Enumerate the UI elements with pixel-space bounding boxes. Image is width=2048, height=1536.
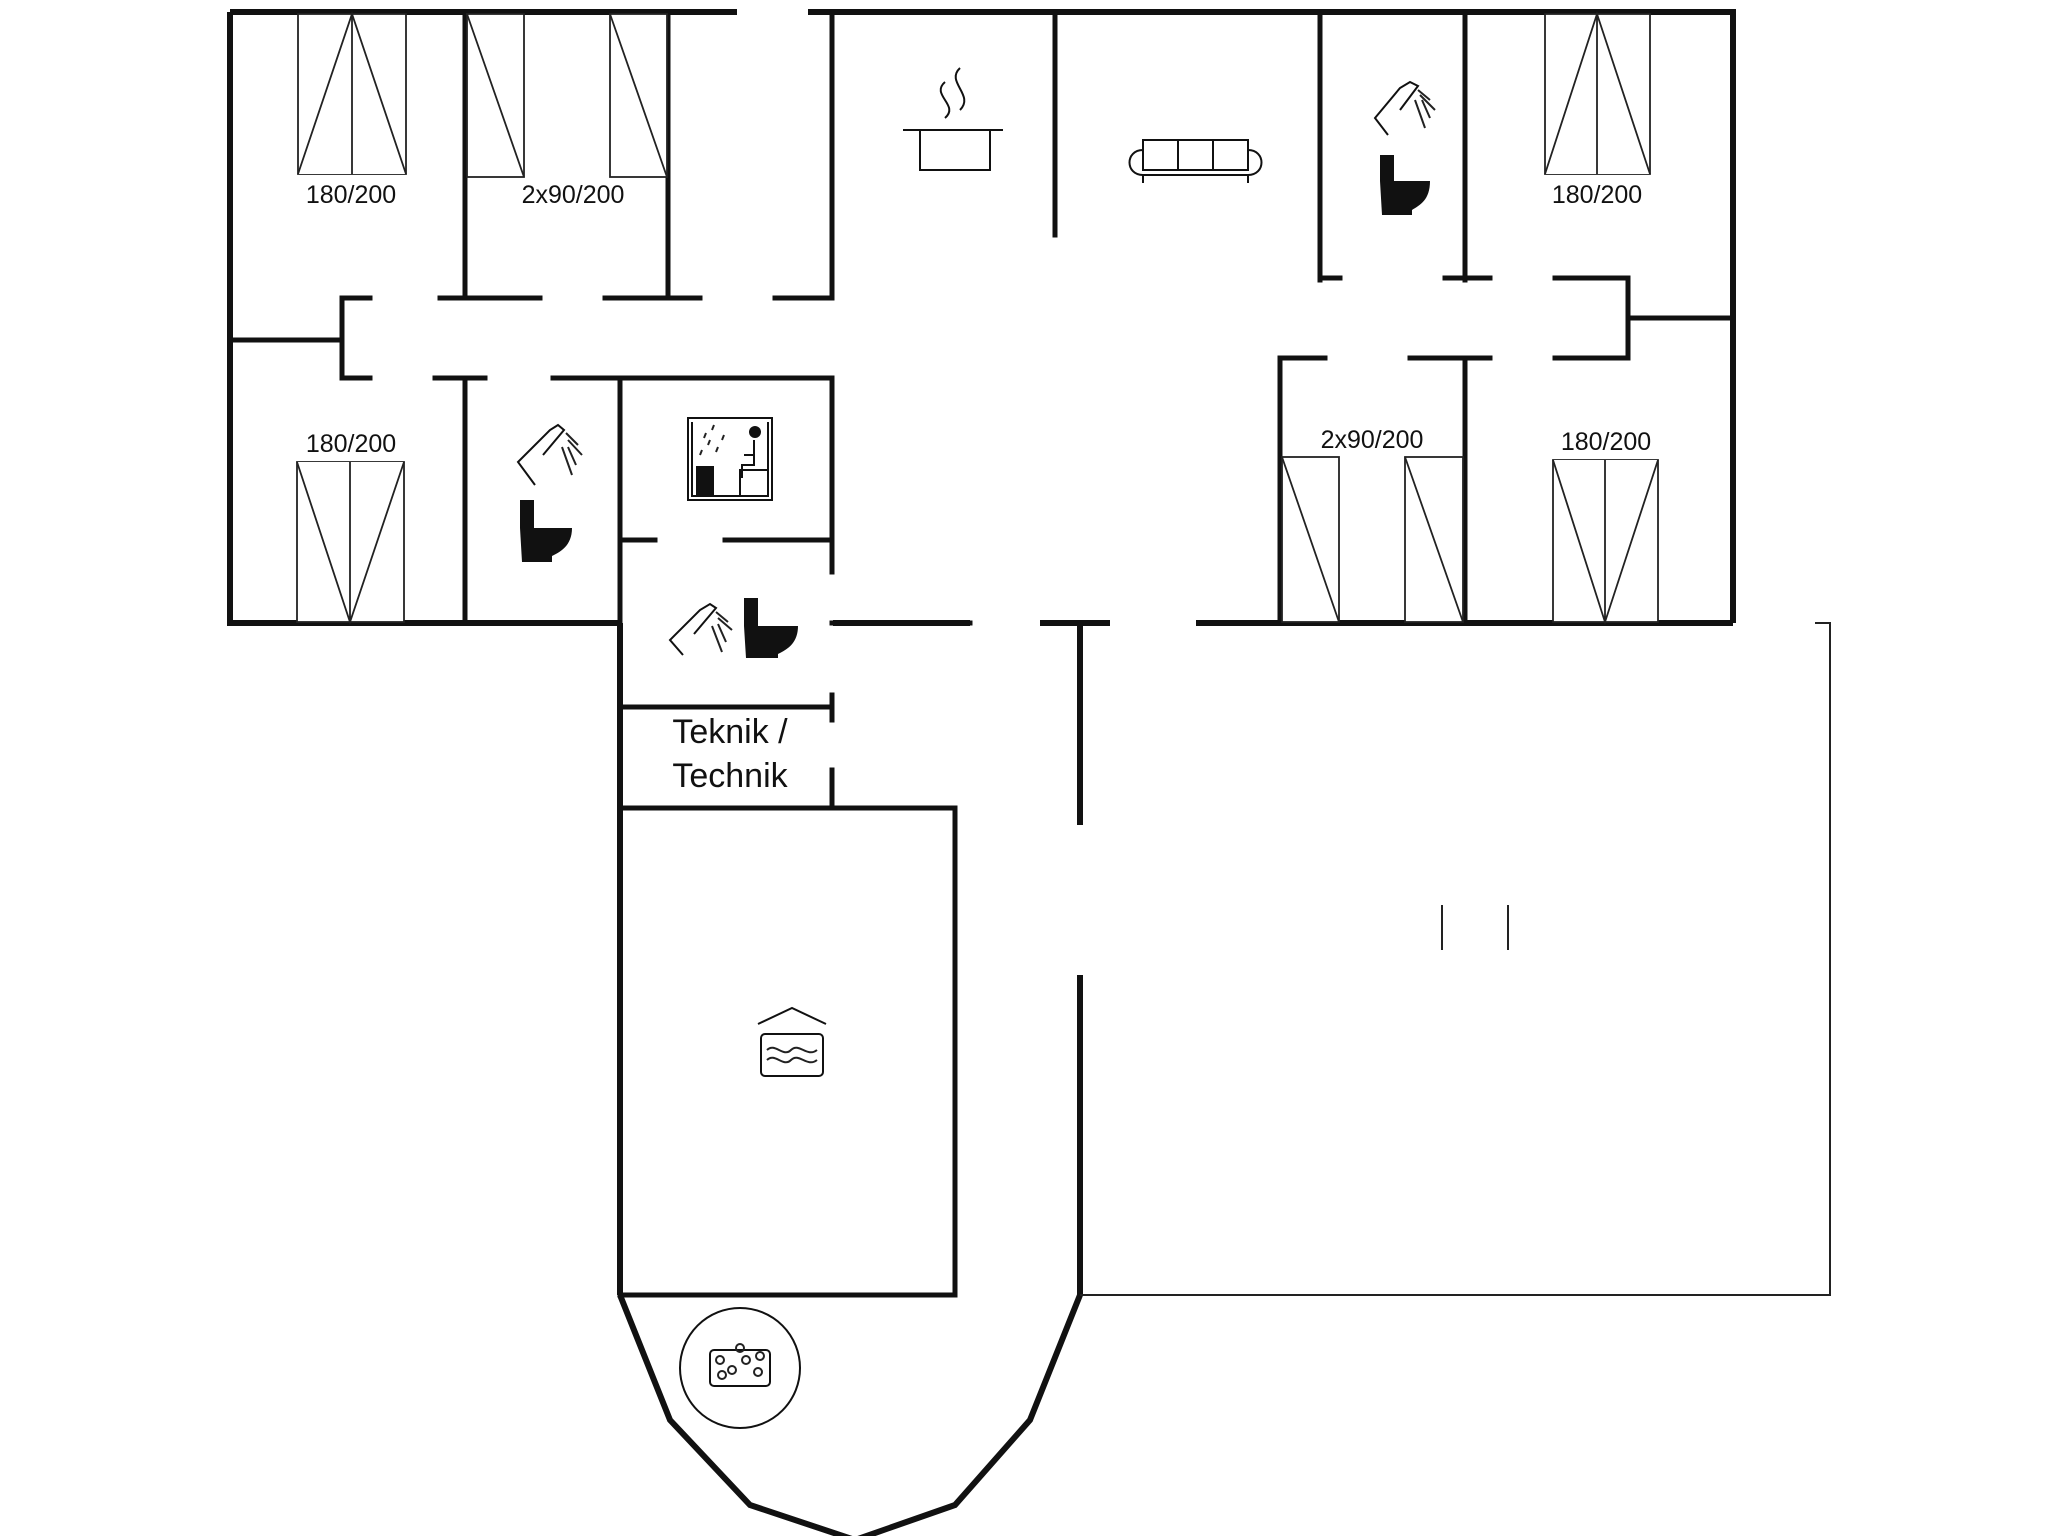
shower-icon [668, 602, 733, 656]
bed-top-mid-2 [609, 13, 668, 178]
bed-label-mid-left: 180/200 [306, 430, 396, 458]
cooking-pot-icon [903, 67, 1003, 171]
pool-icon [757, 1006, 827, 1077]
toilet-icon [744, 598, 798, 658]
technik-label-line2: Technik [672, 757, 788, 795]
outer-walls [227, 9, 1736, 1536]
bed-top-left [297, 11, 407, 175]
sofa-icon [1128, 139, 1263, 183]
toilet-icon [520, 500, 572, 562]
toilet-icon [1380, 155, 1430, 215]
bed-label-right-mid: 2x90/200 [1321, 426, 1424, 454]
bed-top-right [1544, 11, 1651, 175]
bed-top-mid-1 [466, 13, 525, 178]
whirlpool-icon [679, 1307, 801, 1429]
shower-icon [1373, 80, 1436, 136]
interior-walls [227, 9, 1736, 1298]
bed-label-top-mid: 2x90/200 [522, 181, 625, 209]
bed-label-top-right: 180/200 [1552, 181, 1642, 209]
sauna-icon [687, 417, 773, 501]
bed-right-mid-2 [1404, 456, 1464, 623]
bed-label-right: 180/200 [1561, 428, 1651, 456]
bed-right [1552, 459, 1659, 625]
bed-right-mid-1 [1281, 456, 1340, 623]
bed-mid-left [296, 461, 405, 625]
bed-label-top-left: 180/200 [306, 181, 396, 209]
shower-icon [516, 423, 583, 486]
technik-label-line1: Teknik / [672, 713, 788, 751]
terrace-outline [1080, 622, 1831, 1296]
